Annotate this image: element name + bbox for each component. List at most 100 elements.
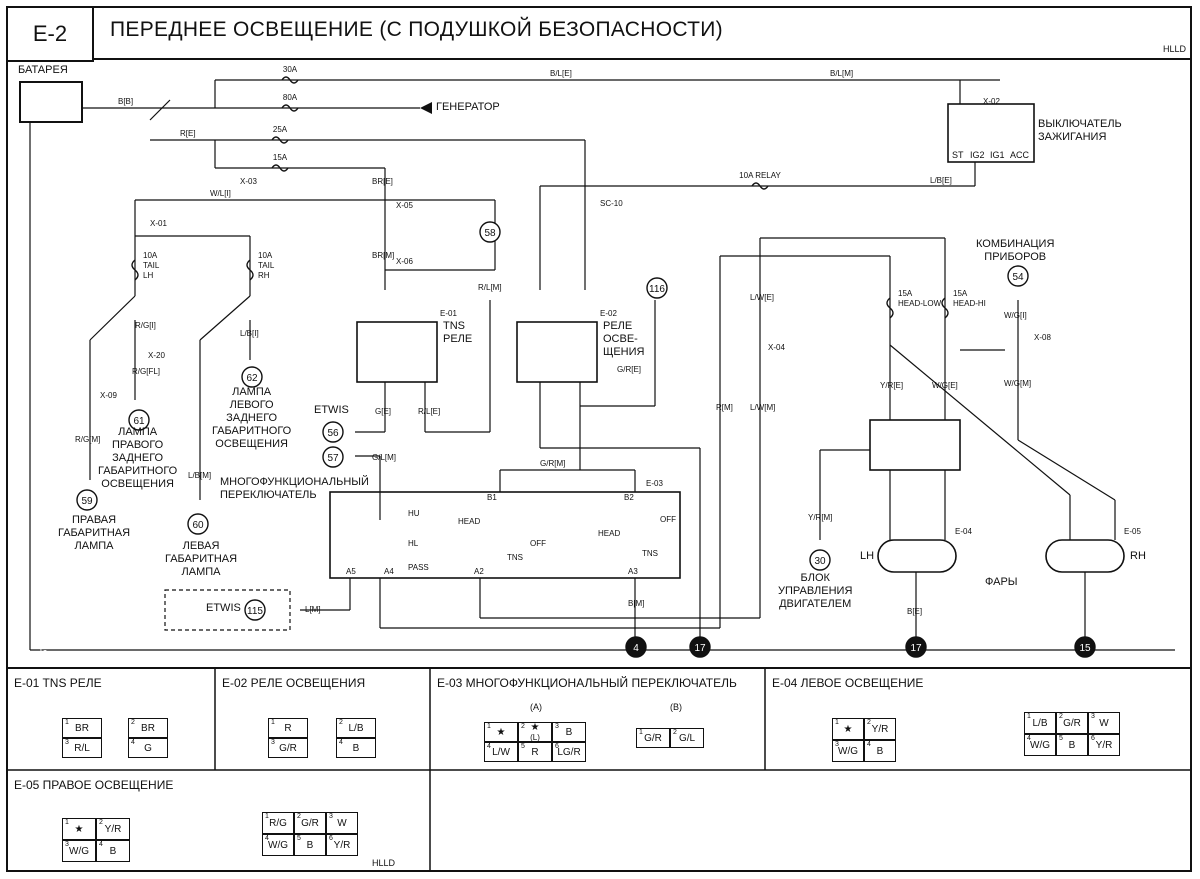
- connector-id: X-01: [150, 219, 167, 228]
- ref-number: 4: [633, 643, 639, 654]
- instrument-cluster-label: КОМБИНАЦИЯ ПРИБОРОВ: [976, 238, 1055, 263]
- wire-color: B/L[M]: [830, 69, 853, 78]
- ref-circle: [1007, 265, 1029, 287]
- wire-color: W/G[I]: [1004, 311, 1027, 320]
- ref-circle: [646, 277, 668, 299]
- connector-id: E-01: [440, 309, 457, 318]
- ref-number: 59: [81, 496, 93, 507]
- wire-color: B/L[E]: [550, 69, 572, 78]
- ref-number: 60: [192, 520, 204, 531]
- page-title: ПЕРЕДНЕЕ ОСВЕЩЕНИЕ (С ПОДУШКОЙ БЕЗОПАСНО…: [110, 18, 723, 41]
- wire-color: B[M]: [628, 599, 644, 608]
- wire-color: Y/R[E]: [880, 381, 903, 390]
- ref-circle: [244, 599, 266, 621]
- ref-circle: [1074, 636, 1096, 658]
- e03-a-cell: 1★: [484, 722, 518, 742]
- fuse-rating: 10A: [143, 251, 158, 260]
- wire-color: R/L[M]: [478, 283, 502, 292]
- diagram-frame: [6, 6, 1192, 872]
- ref-number: 115: [247, 606, 263, 617]
- switch-pin-label: B1: [487, 493, 497, 502]
- wire-color: B[E]: [907, 607, 922, 616]
- fuse-rating: 10A: [258, 251, 273, 260]
- fuse-name: HEAD-HI: [953, 299, 986, 308]
- fuse-rating: 25A: [273, 125, 288, 134]
- fuse-rating: 30A: [283, 65, 298, 74]
- connector-id: X-09: [100, 391, 117, 400]
- fuse-symbol: [281, 76, 299, 84]
- wire-color: L/B[I]: [240, 329, 259, 338]
- ref-number: 62: [246, 373, 258, 384]
- fuse-name: TAIL: [258, 261, 275, 270]
- lh-label: LH: [860, 550, 875, 562]
- fuse-symbol: [271, 164, 289, 172]
- ign-pin-ig1: IG1: [990, 150, 1005, 160]
- connector-id: X-05: [396, 201, 413, 210]
- fuse-rating: 15A: [898, 289, 913, 298]
- fuse-name: HEAD-LOW: [898, 299, 942, 308]
- wire-color: L/B[M]: [188, 471, 211, 480]
- wire-color: BR[M]: [372, 251, 394, 260]
- ref-number: 30: [814, 556, 826, 567]
- switch-position-label: TNS: [507, 553, 523, 562]
- ref-number: 116: [649, 284, 665, 295]
- id-code: HLLD: [1162, 44, 1186, 54]
- fuse-rating: 80A: [283, 93, 298, 102]
- etwis-label-top: ETWIS: [314, 404, 349, 416]
- ref-circle: [322, 446, 344, 468]
- ref-circle: [76, 489, 98, 511]
- fuse-rating: 15A: [953, 289, 968, 298]
- fuse-name: LH: [143, 271, 153, 280]
- page-code: E-2: [8, 8, 94, 62]
- switch-position-label: HU: [408, 509, 420, 518]
- ref-number: 57: [327, 453, 339, 464]
- battery-label: БАТАРЕЯ: [18, 64, 68, 76]
- headlamps-label: ФАРЫ: [985, 576, 1018, 588]
- connector-id: X-06: [396, 257, 413, 266]
- wire-color-group: B[B]R[E]B/L[E]B/L[M]W/L[I]BR[E]BR[M]R/L[…: [75, 69, 1031, 616]
- wires: [8, 79, 1190, 872]
- connector-id: E-05: [1124, 527, 1141, 536]
- fuse-name: RH: [258, 271, 270, 280]
- right-clearance-lamp-label: ПРАВАЯ ГАБАРИТНАЯ ЛАМПА: [58, 514, 131, 552]
- switch-pin-label: B2: [624, 493, 634, 502]
- wire-color: G/R[M]: [540, 459, 565, 468]
- wire-color: R[E]: [180, 129, 196, 138]
- wire-color: L/B[E]: [930, 176, 952, 185]
- ref-number: 56: [327, 428, 339, 439]
- switch-position-label: OFF: [530, 539, 546, 548]
- ground-label: G: [40, 645, 48, 655]
- ref-circle: [479, 221, 501, 243]
- e01-title: E-01 TNS РЕЛЕ: [14, 676, 102, 690]
- ref-circle: [128, 409, 150, 431]
- left-rear-lamp-label: ЛАМПА ЛЕВОГО ЗАДНЕГО ГАБАРИТНОГО ОСВЕЩЕН…: [212, 386, 292, 450]
- fuse-name: TAIL: [143, 261, 160, 270]
- wire-color: R/G[I]: [135, 321, 156, 330]
- switch-position-label: HL: [408, 539, 419, 548]
- ign-pin-ig2: IG2: [970, 150, 985, 160]
- switch-position-label: PASS: [408, 563, 429, 572]
- wire-color: W/G[M]: [1004, 379, 1031, 388]
- fuse-rating: 10A RELAY: [739, 171, 781, 180]
- wire-color: G/L[M]: [372, 453, 396, 462]
- ref-number: 61: [133, 416, 145, 427]
- ref-number: 17: [694, 643, 706, 654]
